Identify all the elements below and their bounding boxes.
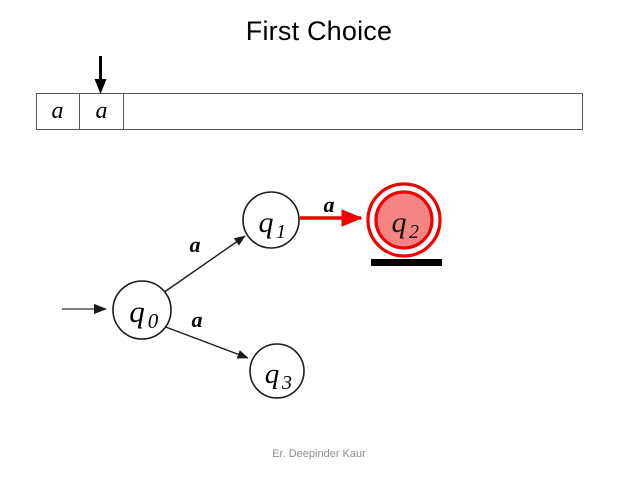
tape-cell-1[interactable]: a (80, 93, 124, 130)
state-sub-q1: 1 (276, 221, 286, 243)
state-q1[interactable]: q 1 (242, 191, 300, 249)
state-q3[interactable]: q 3 (249, 343, 305, 399)
state-q2[interactable]: q 2 (366, 182, 442, 258)
transition-label-q0-q3: a (192, 307, 203, 332)
transition-q0-q1[interactable]: a (162, 232, 246, 294)
transition-q0-q3[interactable]: a (162, 307, 249, 359)
footer-credit: Er. Deepinder Kaur (272, 448, 366, 460)
state-label-q1: q (259, 206, 274, 239)
state-label-q3: q (265, 358, 280, 390)
page-title: First Choice (245, 16, 393, 46)
transition-q1-q2[interactable]: a (300, 192, 363, 227)
state-sub-q0: 0 (148, 309, 159, 333)
state-q0[interactable]: q 0 (112, 280, 172, 340)
tape-outline (36, 93, 583, 130)
state-label-q0: q (129, 294, 145, 329)
state-sub-q2: 2 (409, 221, 419, 243)
state-sub-q3: 3 (281, 372, 292, 394)
tape-cell-0[interactable]: a (36, 93, 80, 130)
tape-head-down-arrow-icon (94, 56, 107, 94)
input-tape: a a (36, 93, 583, 130)
transition-label-q1-q2: a (324, 192, 335, 217)
state-label-q2: q (392, 206, 407, 239)
accept-underline-bar (371, 259, 442, 266)
transition-label-q0-q1: a (190, 232, 201, 257)
